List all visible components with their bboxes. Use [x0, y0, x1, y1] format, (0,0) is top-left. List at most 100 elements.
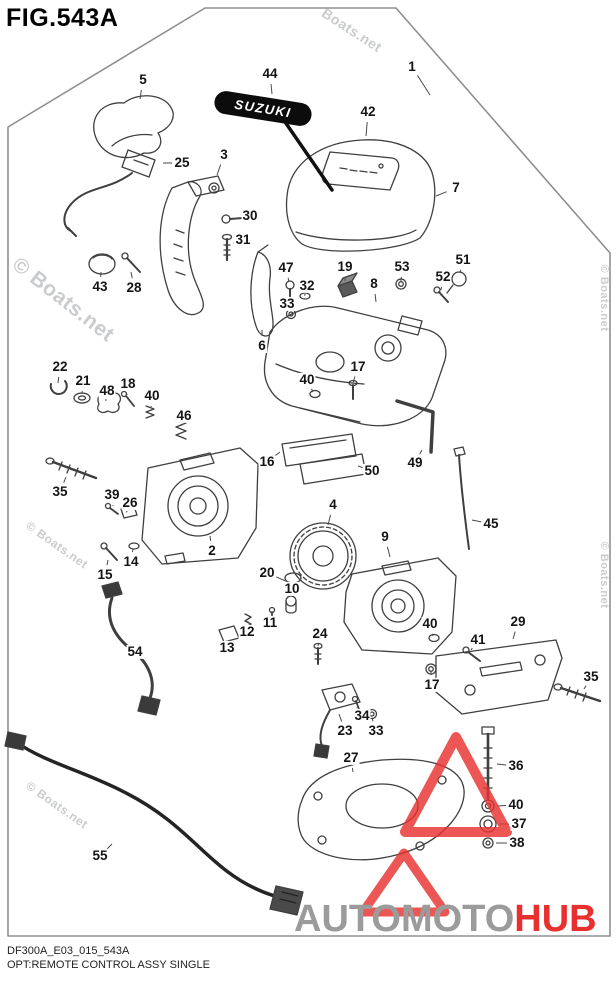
bolt-35-right-shape — [553, 683, 602, 703]
plate-23-shape — [313, 683, 361, 759]
leader-line-14 — [132, 548, 134, 553]
leader-line-15 — [106, 559, 109, 566]
leader-line-51 — [459, 269, 462, 274]
part-label-11: 11 — [261, 614, 279, 631]
part-label-40: 40 — [507, 796, 525, 813]
left-module-shape — [141, 447, 259, 565]
leader-line-17 — [352, 376, 356, 384]
figure-footer: DF300A_E03_015_543A OPT:REMOTE CONTROL A… — [7, 944, 210, 973]
part-label-13: 13 — [218, 639, 236, 656]
part-label-33: 33 — [367, 722, 385, 739]
part-label-41: 41 — [469, 631, 487, 648]
part-label-40: 40 — [143, 387, 161, 404]
part-label-3: 3 — [219, 146, 229, 163]
leader-line-40 — [431, 633, 434, 637]
logo-triangle-small — [358, 848, 450, 917]
ring-22-shape — [49, 380, 68, 395]
part-label-47: 47 — [277, 259, 295, 276]
leader-line-35 — [583, 685, 587, 690]
gasket-shape — [250, 244, 274, 337]
part-label-28: 28 — [125, 279, 143, 296]
pad-shape — [88, 253, 116, 275]
part-label-49: 49 — [406, 454, 424, 471]
washer-40-mid — [428, 633, 440, 643]
leader-line-26 — [126, 510, 128, 513]
part-label-15: 15 — [96, 566, 114, 583]
part-label-7: 7 — [451, 179, 461, 196]
leader-line-54 — [140, 659, 144, 663]
leader-line-8 — [374, 293, 377, 303]
part-label-35: 35 — [582, 668, 600, 685]
part-label-34: 34 — [353, 707, 371, 724]
part-label-33: 33 — [278, 295, 296, 312]
leader-line-44 — [270, 83, 273, 95]
leader-line-47 — [287, 277, 290, 283]
part-label-44: 44 — [261, 65, 279, 82]
part-label-50: 50 — [363, 462, 381, 479]
part-label-54: 54 — [126, 643, 144, 660]
part-label-35: 35 — [51, 483, 69, 500]
screw-17-upper-shape — [348, 379, 358, 400]
connector-19-shape — [337, 272, 358, 298]
part-label-22: 22 — [51, 358, 69, 375]
leader-line-16 — [274, 451, 281, 457]
part-label-29: 29 — [509, 613, 527, 630]
part-label-27: 27 — [342, 749, 360, 766]
logo-triangles — [358, 732, 512, 917]
part-label-31: 31 — [234, 231, 252, 248]
leader-line-50 — [357, 465, 363, 469]
screw-41-shape — [462, 646, 481, 662]
main-housing-shape — [263, 305, 447, 427]
part-label-18: 18 — [119, 375, 137, 392]
part-label-17: 17 — [423, 676, 441, 693]
part-label-46: 46 — [175, 407, 193, 424]
part-label-30: 30 — [241, 207, 259, 224]
strap-45-shape — [453, 446, 470, 550]
part-label-39: 39 — [103, 486, 121, 503]
part-label-9: 9 — [380, 528, 390, 545]
cable-55-shape — [4, 731, 304, 916]
logo-triangle-large — [400, 732, 512, 837]
part-label-40: 40 — [298, 371, 316, 388]
leader-line-3 — [216, 164, 222, 176]
gear-disc-shape — [284, 522, 357, 590]
part-label-16: 16 — [258, 453, 276, 470]
part-label-6: 6 — [257, 337, 267, 354]
part-label-5: 5 — [138, 71, 148, 88]
figure-title: FIG.543A — [6, 4, 119, 32]
screw-18-shape — [120, 390, 135, 407]
bolt-24-shape — [313, 642, 323, 665]
leader-line-4 — [327, 514, 332, 526]
leader-line-20 — [276, 576, 289, 583]
part-label-40: 40 — [421, 615, 439, 632]
badge-pointer — [281, 117, 334, 192]
leader-line-29 — [512, 631, 516, 640]
leader-line-35 — [63, 476, 67, 483]
leader-line-40 — [311, 388, 314, 393]
part-label-48: 48 — [98, 382, 116, 399]
logo-text-primary: AUTOMOTO — [294, 898, 515, 940]
cable-54-shape — [101, 581, 161, 716]
washer-40-upper — [309, 389, 321, 399]
leader-line-1 — [416, 75, 431, 96]
part-label-38: 38 — [508, 834, 526, 851]
nut-38-shape — [482, 837, 494, 849]
bolt-35-left-shape — [45, 457, 98, 480]
figure-part-code: DF300A_E03_015_543A — [7, 945, 130, 957]
part-label-1: 1 — [407, 58, 417, 75]
part-label-42: 42 — [359, 103, 377, 120]
right-module-shape — [343, 557, 457, 655]
part-label-32: 32 — [298, 277, 316, 294]
logo-wordmark: AUTOMOTOHUB — [294, 900, 597, 938]
leader-line-23 — [338, 713, 343, 722]
screw-52-shape — [433, 286, 449, 303]
part-label-19: 19 — [336, 258, 354, 275]
part-label-8: 8 — [369, 275, 379, 292]
part-label-36: 36 — [507, 757, 525, 774]
figure-description: OPT:REMOTE CONTROL ASSY SINGLE — [7, 959, 210, 972]
screw-28-shape — [121, 252, 141, 273]
part-label-53: 53 — [393, 258, 411, 275]
clamp-51-shape — [446, 271, 467, 294]
leader-line-27 — [351, 767, 354, 773]
